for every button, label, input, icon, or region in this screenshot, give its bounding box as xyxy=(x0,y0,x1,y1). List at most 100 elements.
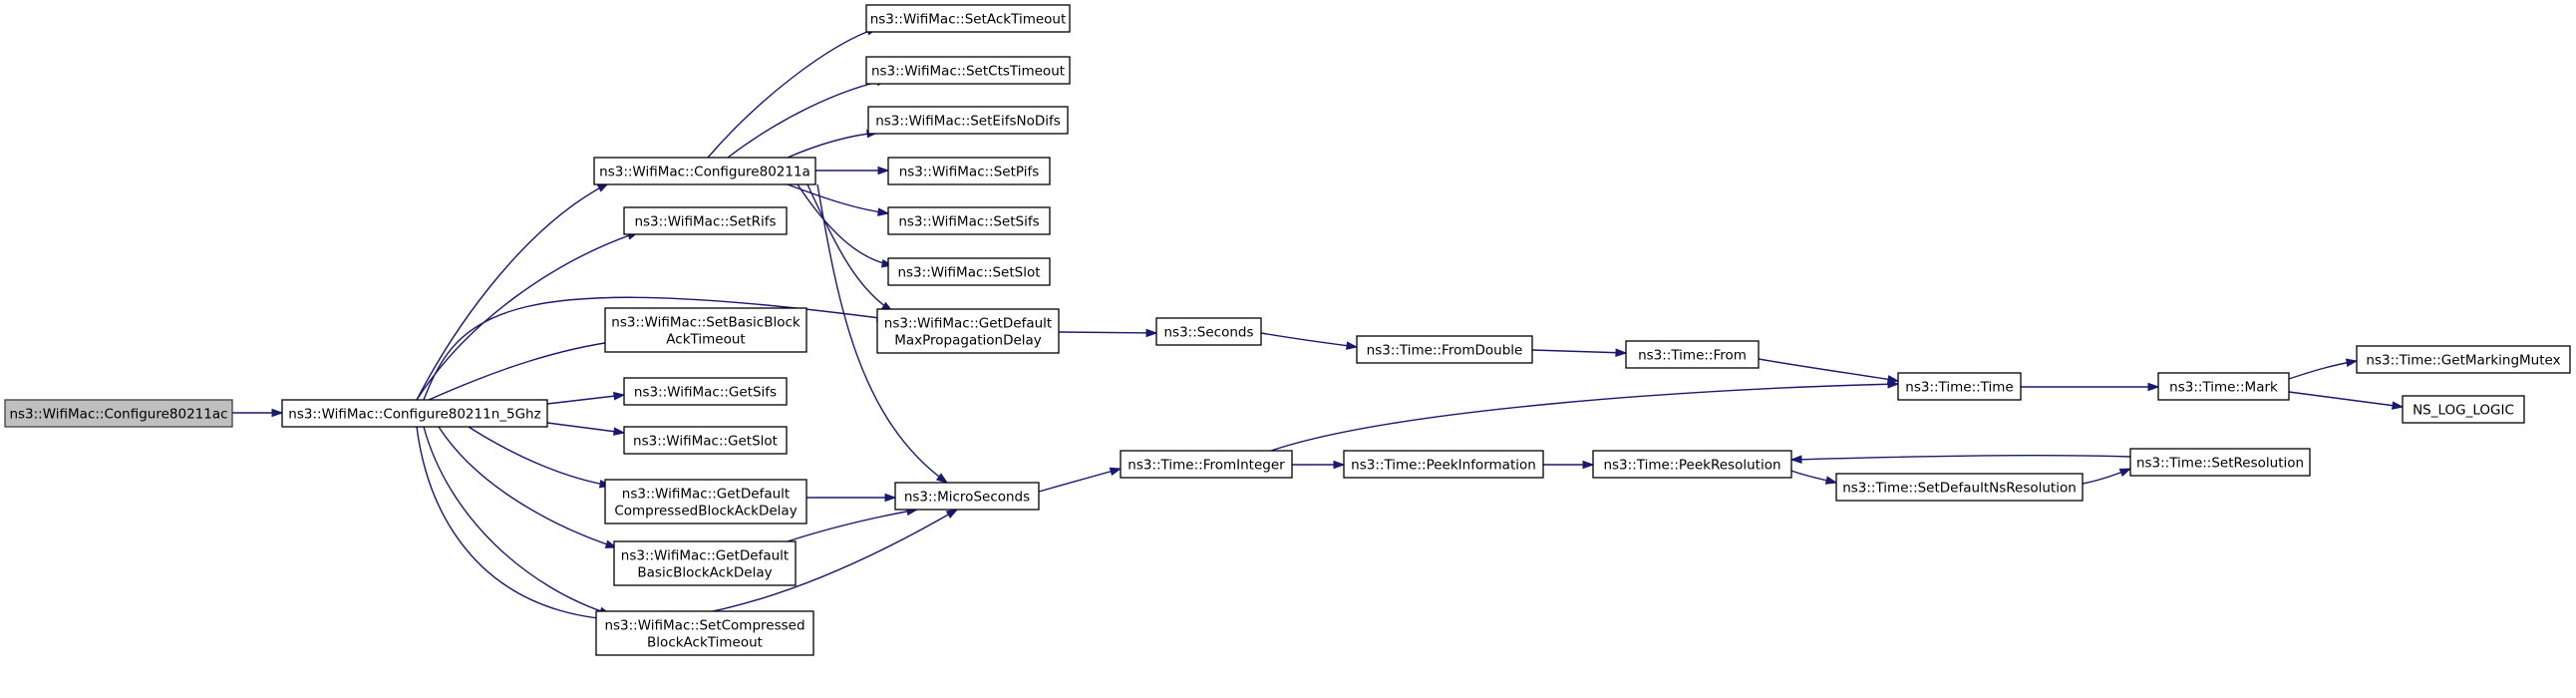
edge-line xyxy=(727,79,888,159)
node-getdefcompressed[interactable]: ns3::WifiMac::GetDefaultCompressedBlockA… xyxy=(604,479,807,524)
arrowhead-icon xyxy=(1824,476,1838,485)
node-setdefns[interactable]: ns3::Time::SetDefaultNsResolution xyxy=(1835,473,2084,502)
node-box xyxy=(593,157,816,185)
node-box xyxy=(4,399,233,428)
node-label: ns3::Time::PeekResolution xyxy=(1603,458,1780,474)
arrowhead-icon xyxy=(1145,328,1158,338)
arrowhead-icon xyxy=(1333,460,1346,470)
arrowhead-icon xyxy=(1346,341,1359,350)
edge-setres-to-peekres xyxy=(1789,455,2131,465)
edge-configure80211a-to-microseconds xyxy=(816,183,949,484)
edge-line xyxy=(423,296,888,401)
node-setctstimeout[interactable]: ns3::WifiMac::SetCtsTimeout xyxy=(865,56,1071,85)
arrowhead-icon xyxy=(2147,382,2160,392)
node-fromdouble[interactable]: ns3::Time::FromDouble xyxy=(1356,335,1533,364)
node-label: BlockAckTimeout xyxy=(647,635,763,651)
node-label: ns3::Time::From xyxy=(1638,348,1747,364)
node-label: AckTimeout xyxy=(666,332,745,348)
arrowhead-icon xyxy=(884,493,897,503)
node-box xyxy=(876,308,1060,354)
node-seteifsnodifs[interactable]: ns3::WifiMac::SetEifsNoDifs xyxy=(867,106,1069,135)
node-setslot[interactable]: ns3::WifiMac::SetSlot xyxy=(887,257,1051,286)
node-configure80211a[interactable]: ns3::WifiMac::Configure80211a xyxy=(593,157,816,185)
edge-mark-to-getmarkingmutex xyxy=(2288,358,2359,380)
node-setrifs[interactable]: ns3::WifiMac::SetRifs xyxy=(623,206,788,235)
node-setres[interactable]: ns3::Time::SetResolution xyxy=(2129,448,2311,477)
edge-setdefns-to-setres xyxy=(2082,468,2132,485)
edge-configure80211a-to-seteifsnodifs xyxy=(787,129,879,159)
node-box xyxy=(894,482,1040,511)
node-setacktimeout[interactable]: ns3::WifiMac::SetAckTimeout xyxy=(865,4,1071,33)
node-getdefmaxprop[interactable]: ns3::WifiMac::GetDefaultMaxPropagationDe… xyxy=(876,308,1060,354)
node-label: ns3::WifiMac::Configure80211n_5Ghz xyxy=(288,407,540,423)
node-getslot[interactable]: ns3::WifiMac::GetSlot xyxy=(623,426,788,455)
arrowhead-icon xyxy=(613,391,626,401)
node-box xyxy=(2157,372,2290,401)
edge-configure80211a-to-setctstimeout xyxy=(727,77,889,159)
node-label: CompressedBlockAckDelay xyxy=(614,504,797,520)
node-setsifs[interactable]: ns3::WifiMac::SetSifs xyxy=(887,206,1051,235)
node-label: ns3::Time::SetResolution xyxy=(2136,456,2304,472)
edge-from-to-time xyxy=(1758,358,1900,384)
node-box xyxy=(1592,450,1792,479)
node-peekinfo[interactable]: ns3::Time::PeekInformation xyxy=(1343,450,1544,479)
node-label: ns3::Time::SetDefaultNsResolution xyxy=(1842,481,2077,497)
edge-line xyxy=(2288,391,2404,408)
arrowhead-icon xyxy=(2345,358,2359,367)
node-microseconds[interactable]: ns3::MicroSeconds xyxy=(894,482,1040,511)
node-box xyxy=(867,106,1069,135)
node-time[interactable]: ns3::Time::Time xyxy=(1897,372,2022,401)
edge-configure80211a-to-setsifs xyxy=(787,183,890,216)
arrowhead-icon xyxy=(877,207,890,216)
node-label: ns3::WifiMac::SetAckTimeout xyxy=(870,12,1067,28)
node-box xyxy=(1625,340,1760,369)
node-setcompressed[interactable]: ns3::WifiMac::SetCompressedBlockAckTimeo… xyxy=(595,610,814,656)
node-label: ns3::WifiMac::GetDefault xyxy=(621,548,789,564)
node-getdefbasic[interactable]: ns3::WifiMac::GetDefaultBasicBlockAckDel… xyxy=(613,540,797,586)
node-mark[interactable]: ns3::Time::Mark xyxy=(2157,372,2290,401)
arrowhead-icon xyxy=(613,427,626,436)
node-box xyxy=(604,307,807,353)
node-box xyxy=(1343,450,1544,479)
edge-configure80211a-to-setacktimeout xyxy=(707,27,879,159)
node-label: MaxPropagationDelay xyxy=(894,333,1042,349)
node-box xyxy=(2356,345,2571,374)
node-label: ns3::Time::GetMarkingMutex xyxy=(2366,353,2560,369)
arrowhead-icon xyxy=(1582,460,1595,470)
edge-line xyxy=(546,422,625,434)
node-box xyxy=(1897,372,2022,401)
edge-line xyxy=(1790,455,2131,461)
node-label: ns3::WifiMac::SetEifsNoDifs xyxy=(875,114,1061,130)
edge-line xyxy=(787,509,918,542)
edge-line xyxy=(416,426,958,621)
node-label: ns3::WifiMac::SetCtsTimeout xyxy=(871,64,1065,80)
edge-line xyxy=(1038,468,1122,493)
node-label: NS_LOG_LOGIC xyxy=(2413,403,2514,419)
edge-microseconds-to-fromint xyxy=(1038,467,1123,493)
node-configure80211ac[interactable]: ns3::WifiMac::Configure80211ac xyxy=(4,399,233,428)
node-peekres[interactable]: ns3::Time::PeekResolution xyxy=(1592,450,1792,479)
node-fromint[interactable]: ns3::Time::FromInteger xyxy=(1120,450,1293,479)
node-seconds[interactable]: ns3::Seconds xyxy=(1155,317,1262,346)
node-box xyxy=(623,377,788,406)
edge-line xyxy=(423,426,611,615)
arrowhead-icon xyxy=(1109,467,1123,477)
node-getsifs[interactable]: ns3::WifiMac::GetSifs xyxy=(623,377,788,406)
arrowhead-icon xyxy=(2118,468,2132,477)
node-label: ns3::Time::FromDouble xyxy=(1367,343,1523,359)
node-box xyxy=(623,206,788,235)
edge-line xyxy=(1058,331,1157,334)
node-setpifs[interactable]: ns3::WifiMac::SetPifs xyxy=(887,157,1051,185)
node-box xyxy=(1120,450,1293,479)
node-getmarkingmutex[interactable]: ns3::Time::GetMarkingMutex xyxy=(2356,345,2571,374)
node-from[interactable]: ns3::Time::From xyxy=(1625,340,1760,369)
node-nslog[interactable]: NS_LOG_LOGIC xyxy=(2402,395,2525,424)
node-label: ns3::WifiMac::SetSlot xyxy=(897,265,1040,281)
node-label: ns3::WifiMac::SetCompressed xyxy=(604,618,805,634)
node-configure80211n5[interactable]: ns3::WifiMac::Configure80211n_5Ghz xyxy=(281,399,548,428)
edge-configure80211ac-to-configure80211n5 xyxy=(232,408,284,418)
node-box xyxy=(281,399,548,428)
edge-mark-to-nslog xyxy=(2288,391,2405,410)
